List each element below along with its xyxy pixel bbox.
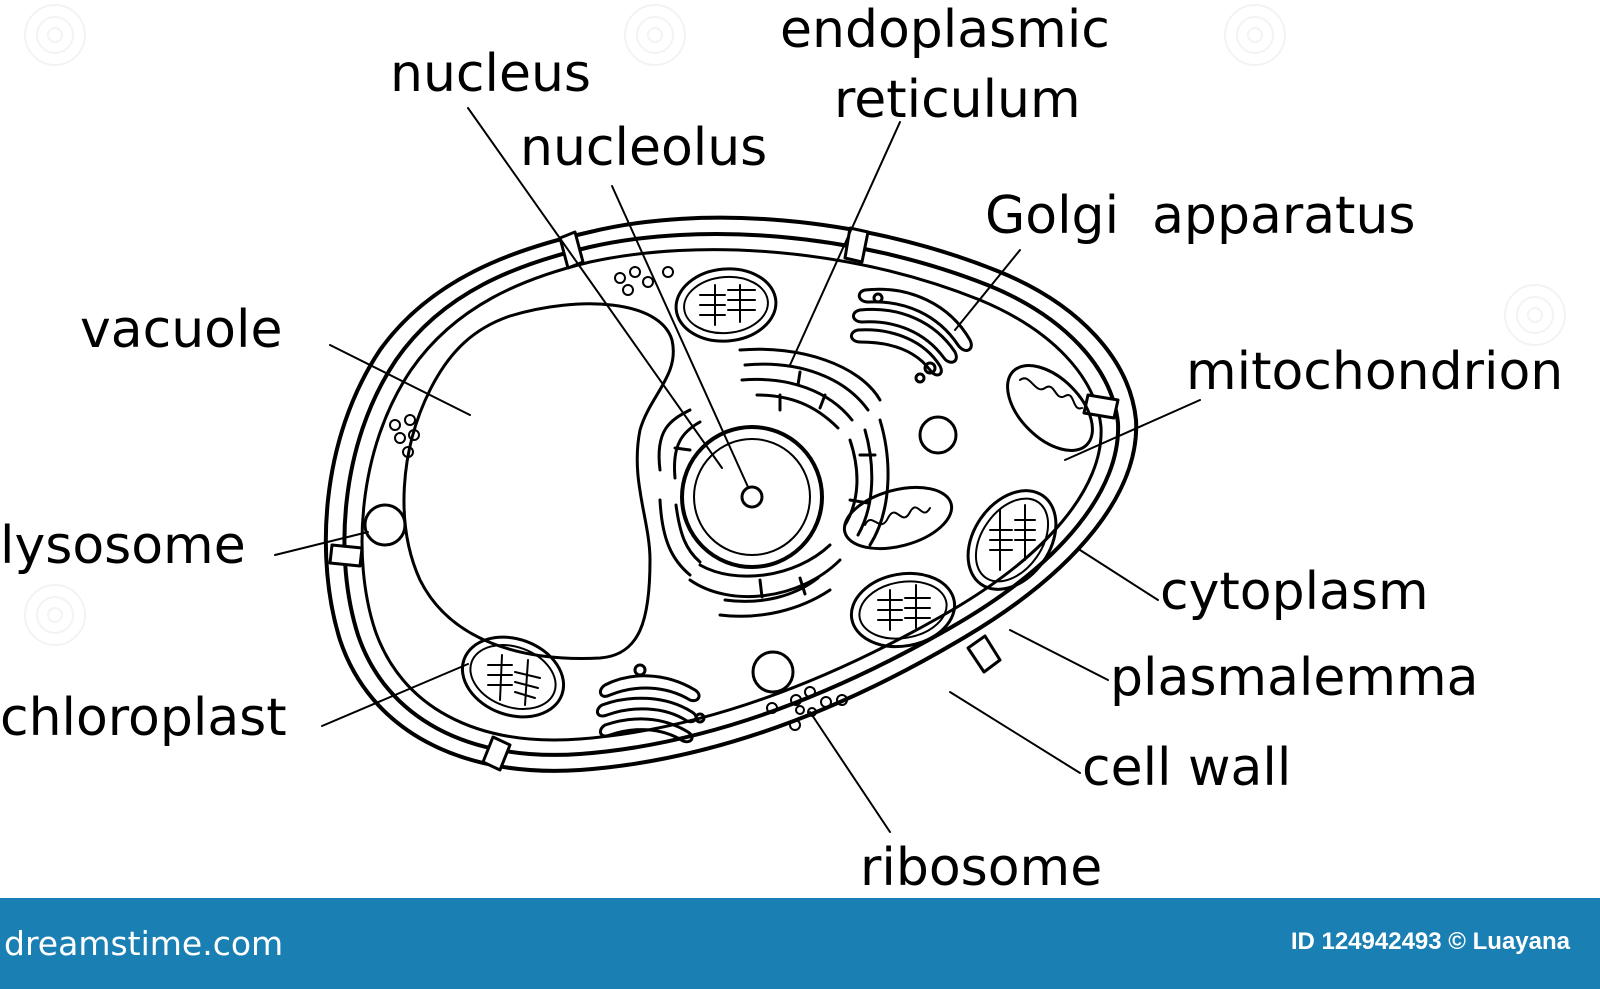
leader-er xyxy=(789,121,901,366)
label-lysosome: lysosome xyxy=(0,516,246,576)
leader-cytoplasm xyxy=(1079,549,1159,601)
label-golgi-apparatus: Golgi apparatus xyxy=(985,186,1416,246)
endoplasmic-reticulum-shape xyxy=(657,347,890,618)
footer-banner: dreamstime.com ID 124942493 © Luayana xyxy=(0,898,1600,989)
label-mitochondrion: mitochondrion xyxy=(1186,342,1564,402)
label-ribosome: ribosome xyxy=(860,838,1103,898)
watermark-icon xyxy=(1224,4,1286,66)
chloroplast-shape-right xyxy=(966,489,1058,591)
label-cytoplasm: cytoplasm xyxy=(1160,562,1429,622)
golgi-apparatus-shape-2 xyxy=(595,663,706,744)
leader-nucleus xyxy=(467,107,723,469)
plant-cell-diagram xyxy=(274,107,1201,833)
image-id-credit: ID 124942493 © Luayana xyxy=(1290,928,1570,955)
watermark-icon xyxy=(24,584,86,646)
leader-plasmalemma xyxy=(1009,629,1109,681)
label-cell-wall: cell wall xyxy=(1082,738,1292,798)
cell-wall-inner xyxy=(342,232,1121,757)
watermark-icon xyxy=(24,4,86,66)
leader-lines xyxy=(274,107,1201,833)
dreamstime-logo: dreamstime.com xyxy=(4,924,284,963)
watermark-icon xyxy=(624,4,686,66)
leader-cell-wall xyxy=(949,691,1081,774)
nucleus-shape xyxy=(680,425,824,569)
leader-ribosome xyxy=(809,711,891,833)
nucleus-inner xyxy=(693,438,811,556)
leader-vacuole xyxy=(329,344,471,416)
label-nucleus: nucleus xyxy=(390,44,591,104)
mitochondrion-shape-2 xyxy=(842,485,954,551)
leader-nucleolus xyxy=(611,185,749,488)
vesicles xyxy=(389,266,674,458)
lysosome-shape-2 xyxy=(918,415,958,455)
chloroplast-shape-left xyxy=(460,635,566,719)
mitochondrion-shape xyxy=(1006,364,1094,452)
label-endoplasmic-reticulum-line2: reticulum xyxy=(834,70,1081,130)
golgi-apparatus-shape xyxy=(850,287,973,384)
lysosome-shape xyxy=(363,503,407,547)
cell-wall-outer xyxy=(323,215,1139,773)
chloroplast-shape-bottom xyxy=(849,571,957,649)
label-endoplasmic-reticulum-line1: endoplasmic xyxy=(780,0,1110,60)
nucleolus-shape xyxy=(740,485,764,509)
label-nucleolus: nucleolus xyxy=(520,118,768,178)
chloroplast-shape-top xyxy=(674,267,778,343)
watermark-icon xyxy=(1504,284,1566,346)
leader-chloroplast xyxy=(321,663,469,727)
plasmodesmata xyxy=(328,226,1120,772)
vacuole-shape xyxy=(402,302,675,660)
lysosome-shape-3 xyxy=(751,650,795,694)
leader-golgi xyxy=(954,249,1021,331)
label-plasmalemma: plasmalemma xyxy=(1110,648,1479,708)
ribosomes xyxy=(766,686,848,731)
leader-lysosome xyxy=(274,531,369,556)
label-chloroplast: chloroplast xyxy=(0,688,287,748)
leader-mitochondrion xyxy=(1064,399,1201,461)
label-vacuole: vacuole xyxy=(80,300,283,360)
